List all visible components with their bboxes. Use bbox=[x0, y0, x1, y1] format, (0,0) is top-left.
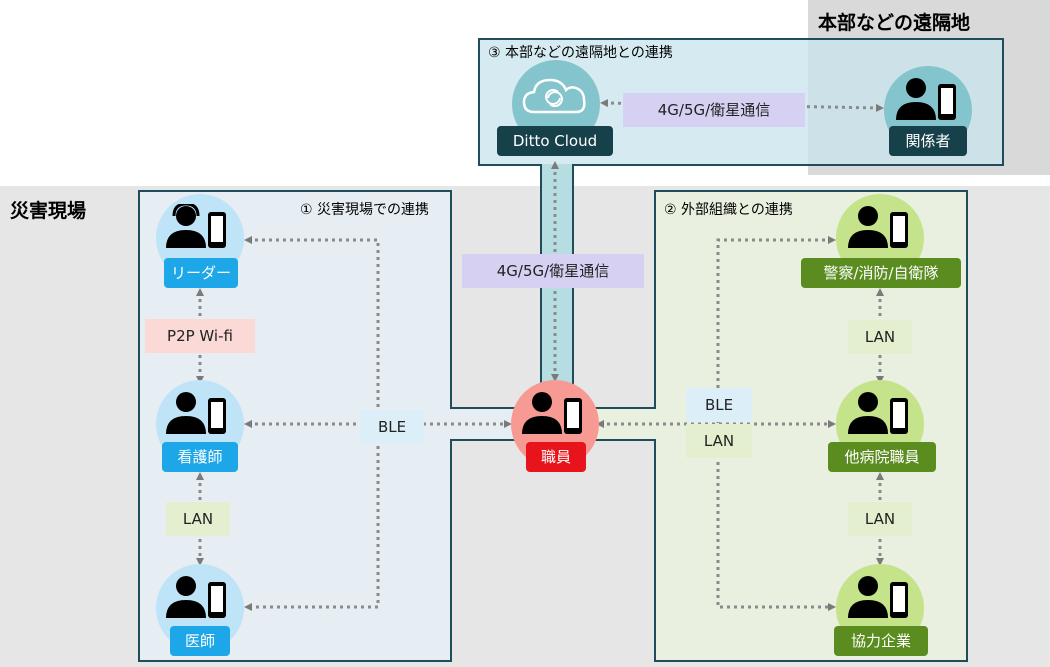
remote-box-title: ③ 本部などの遠隔地との連携 bbox=[488, 45, 673, 61]
cloud-tag: Ditto Cloud bbox=[497, 126, 613, 156]
staff-tag: 職員 bbox=[526, 442, 586, 472]
police-tag: 警察/消防/自衛隊 bbox=[801, 258, 961, 288]
headset-person-phone-icon bbox=[166, 204, 226, 248]
person-phone-icon bbox=[166, 392, 226, 434]
ble-site-chip: BLE bbox=[360, 410, 424, 444]
ble-site-tree bbox=[244, 236, 380, 611]
person-phone-icon bbox=[166, 576, 226, 618]
uplink-comm-chip: 4G/5G/衛星通信 bbox=[462, 254, 644, 288]
lan-ext-chip: LAN bbox=[686, 424, 752, 458]
person-phone-icon bbox=[848, 206, 908, 248]
ble-ext-chip: BLE bbox=[686, 388, 752, 422]
ble-ext-tree bbox=[716, 236, 836, 611]
cloud-icon bbox=[522, 78, 586, 114]
p2p-chip: P2P Wi-fi bbox=[145, 319, 255, 353]
person-phone-icon bbox=[896, 78, 956, 120]
doctor-tag: 医師 bbox=[170, 626, 230, 656]
hq-region-label: 本部などの遠隔地 bbox=[818, 12, 971, 34]
external-box-title: ② 外部組織との連携 bbox=[664, 202, 793, 218]
lan-ext-top-chip: LAN bbox=[848, 320, 912, 354]
remote-comm-chip: 4G/5G/衛星通信 bbox=[623, 93, 805, 127]
lan-ext-bottom-chip: LAN bbox=[848, 502, 912, 536]
nurse-tag: 看護師 bbox=[162, 442, 238, 472]
person-phone-icon bbox=[848, 392, 908, 434]
partner-tag: 協力企業 bbox=[834, 626, 928, 656]
lan-site-chip: LAN bbox=[166, 502, 230, 536]
person-phone-icon bbox=[522, 392, 582, 434]
site-box-title: ① 災害現場での連携 bbox=[300, 202, 430, 218]
site-region-label: 災害現場 bbox=[10, 200, 87, 222]
stakeholder-tag: 関係者 bbox=[889, 126, 967, 156]
leader-tag: リーダー bbox=[164, 258, 238, 288]
other-hospital-tag: 他病院職員 bbox=[828, 442, 936, 472]
person-phone-icon bbox=[848, 576, 908, 618]
